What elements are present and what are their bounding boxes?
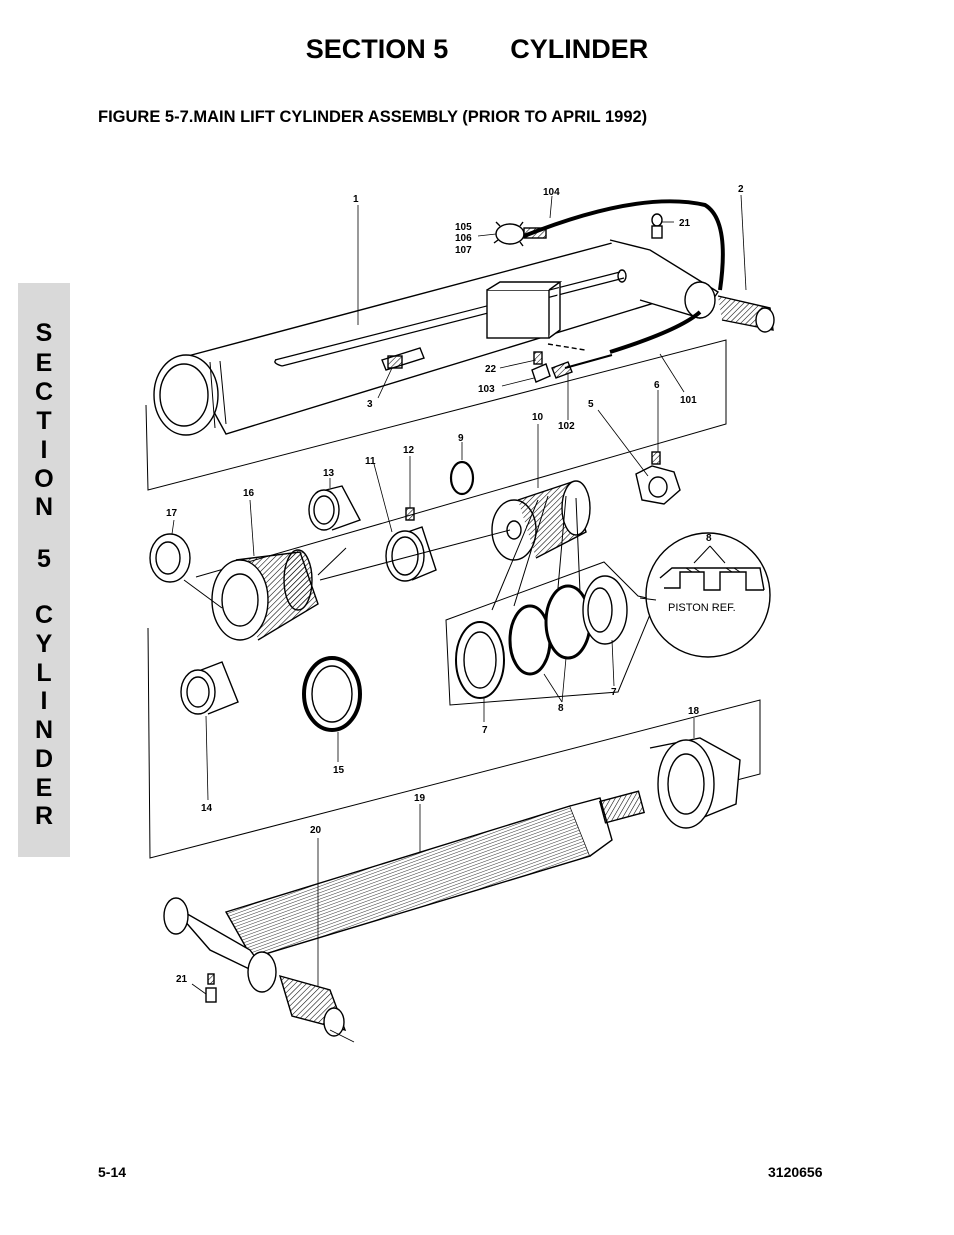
fitting-105: [493, 221, 547, 247]
tab-letter: E: [35, 774, 53, 802]
callout-20: 20: [310, 825, 322, 836]
callout-2: 2: [738, 184, 744, 195]
section-number: SECTION 5: [305, 34, 449, 64]
piston-rod: [224, 790, 646, 959]
tab-letter: N: [34, 716, 54, 744]
spacer-11: [385, 526, 437, 582]
page-number: 5-14: [98, 1164, 127, 1180]
piston: [491, 480, 591, 561]
tab-letter: 5: [37, 545, 51, 573]
document-number: 3120656: [768, 1164, 823, 1180]
callout-103: 103: [478, 384, 495, 395]
piston-ref-label: PISTON REF.: [668, 602, 736, 614]
callout-8a: 8: [558, 703, 564, 714]
tab-letter: C: [34, 378, 54, 406]
callout-12: 12: [403, 445, 415, 456]
tab-letter: Y: [35, 630, 53, 658]
bushing-14: [180, 661, 239, 715]
seal-15: [302, 656, 362, 732]
callout-11: 11: [365, 456, 376, 467]
cylinder-head: [211, 549, 319, 641]
wiper-17: [149, 533, 191, 583]
tab-letter: S: [35, 319, 53, 347]
callout-9: 9: [458, 433, 464, 444]
callout-7b: 7: [611, 687, 617, 698]
barrel: [153, 242, 666, 436]
fitting-21-top: [651, 213, 663, 239]
rod-eye: [163, 897, 347, 1037]
tab-letter: N: [34, 493, 54, 521]
set-screw-12: [405, 507, 415, 521]
figure-title: FIGURE 5-7.MAIN LIFT CYLINDER ASSEMBLY (…: [98, 108, 648, 126]
section-header: SECTION 5 CYLINDER: [0, 34, 954, 65]
callout-21b: 21: [176, 974, 188, 985]
piston-seals: [455, 495, 628, 699]
tab-letter: D: [34, 745, 54, 773]
callout-17: 17: [166, 508, 178, 519]
callout-5: 5: [588, 399, 594, 410]
callout-22: 22: [485, 364, 497, 375]
callout-106: 106: [455, 233, 472, 244]
callout-107: 107: [455, 245, 472, 256]
section-side-tab: S E C T I O N 5 C Y L I N D E R: [18, 283, 70, 857]
hose-104: [523, 199, 725, 291]
rod-nut-18: [649, 737, 741, 829]
locknut: [635, 451, 681, 505]
tab-letter: O: [34, 465, 54, 493]
tab-letter: R: [34, 802, 54, 830]
callout-10: 10: [532, 412, 544, 423]
callout-3: 3: [367, 399, 373, 410]
trunnion-end: [609, 239, 775, 333]
hose-101: [609, 310, 702, 354]
o-ring-9: [449, 460, 475, 496]
callout-8b: 8: [706, 533, 712, 544]
callout-1: 1: [353, 194, 359, 205]
fitting-103: [531, 351, 573, 383]
tab-letter: E: [35, 349, 53, 377]
callout-15: 15: [333, 765, 345, 776]
callout-101: 101: [680, 395, 697, 406]
callout-16: 16: [243, 488, 255, 499]
tab-letter: C: [34, 601, 54, 629]
tab-letter: I: [40, 436, 48, 464]
section-topic: CYLINDER: [510, 34, 649, 64]
tab-letter: L: [36, 659, 52, 687]
callout-14: 14: [201, 803, 213, 814]
tab-letter: I: [40, 687, 48, 715]
bushing-13: [308, 485, 361, 531]
callout-105: 105: [455, 222, 472, 233]
tab-letter: T: [36, 407, 52, 435]
callout-13: 13: [323, 468, 335, 479]
valve-3: [381, 347, 425, 371]
callout-19: 19: [414, 793, 426, 804]
piston-ref-detail: [639, 532, 771, 658]
callout-104: 104: [543, 187, 560, 198]
callout-7a: 7: [482, 725, 488, 736]
callout-21a: 21: [679, 218, 691, 229]
callout-102: 102: [558, 421, 575, 432]
grease-fitting-21: [205, 973, 217, 1003]
callout-6: 6: [654, 380, 660, 391]
callout-18: 18: [688, 706, 700, 717]
